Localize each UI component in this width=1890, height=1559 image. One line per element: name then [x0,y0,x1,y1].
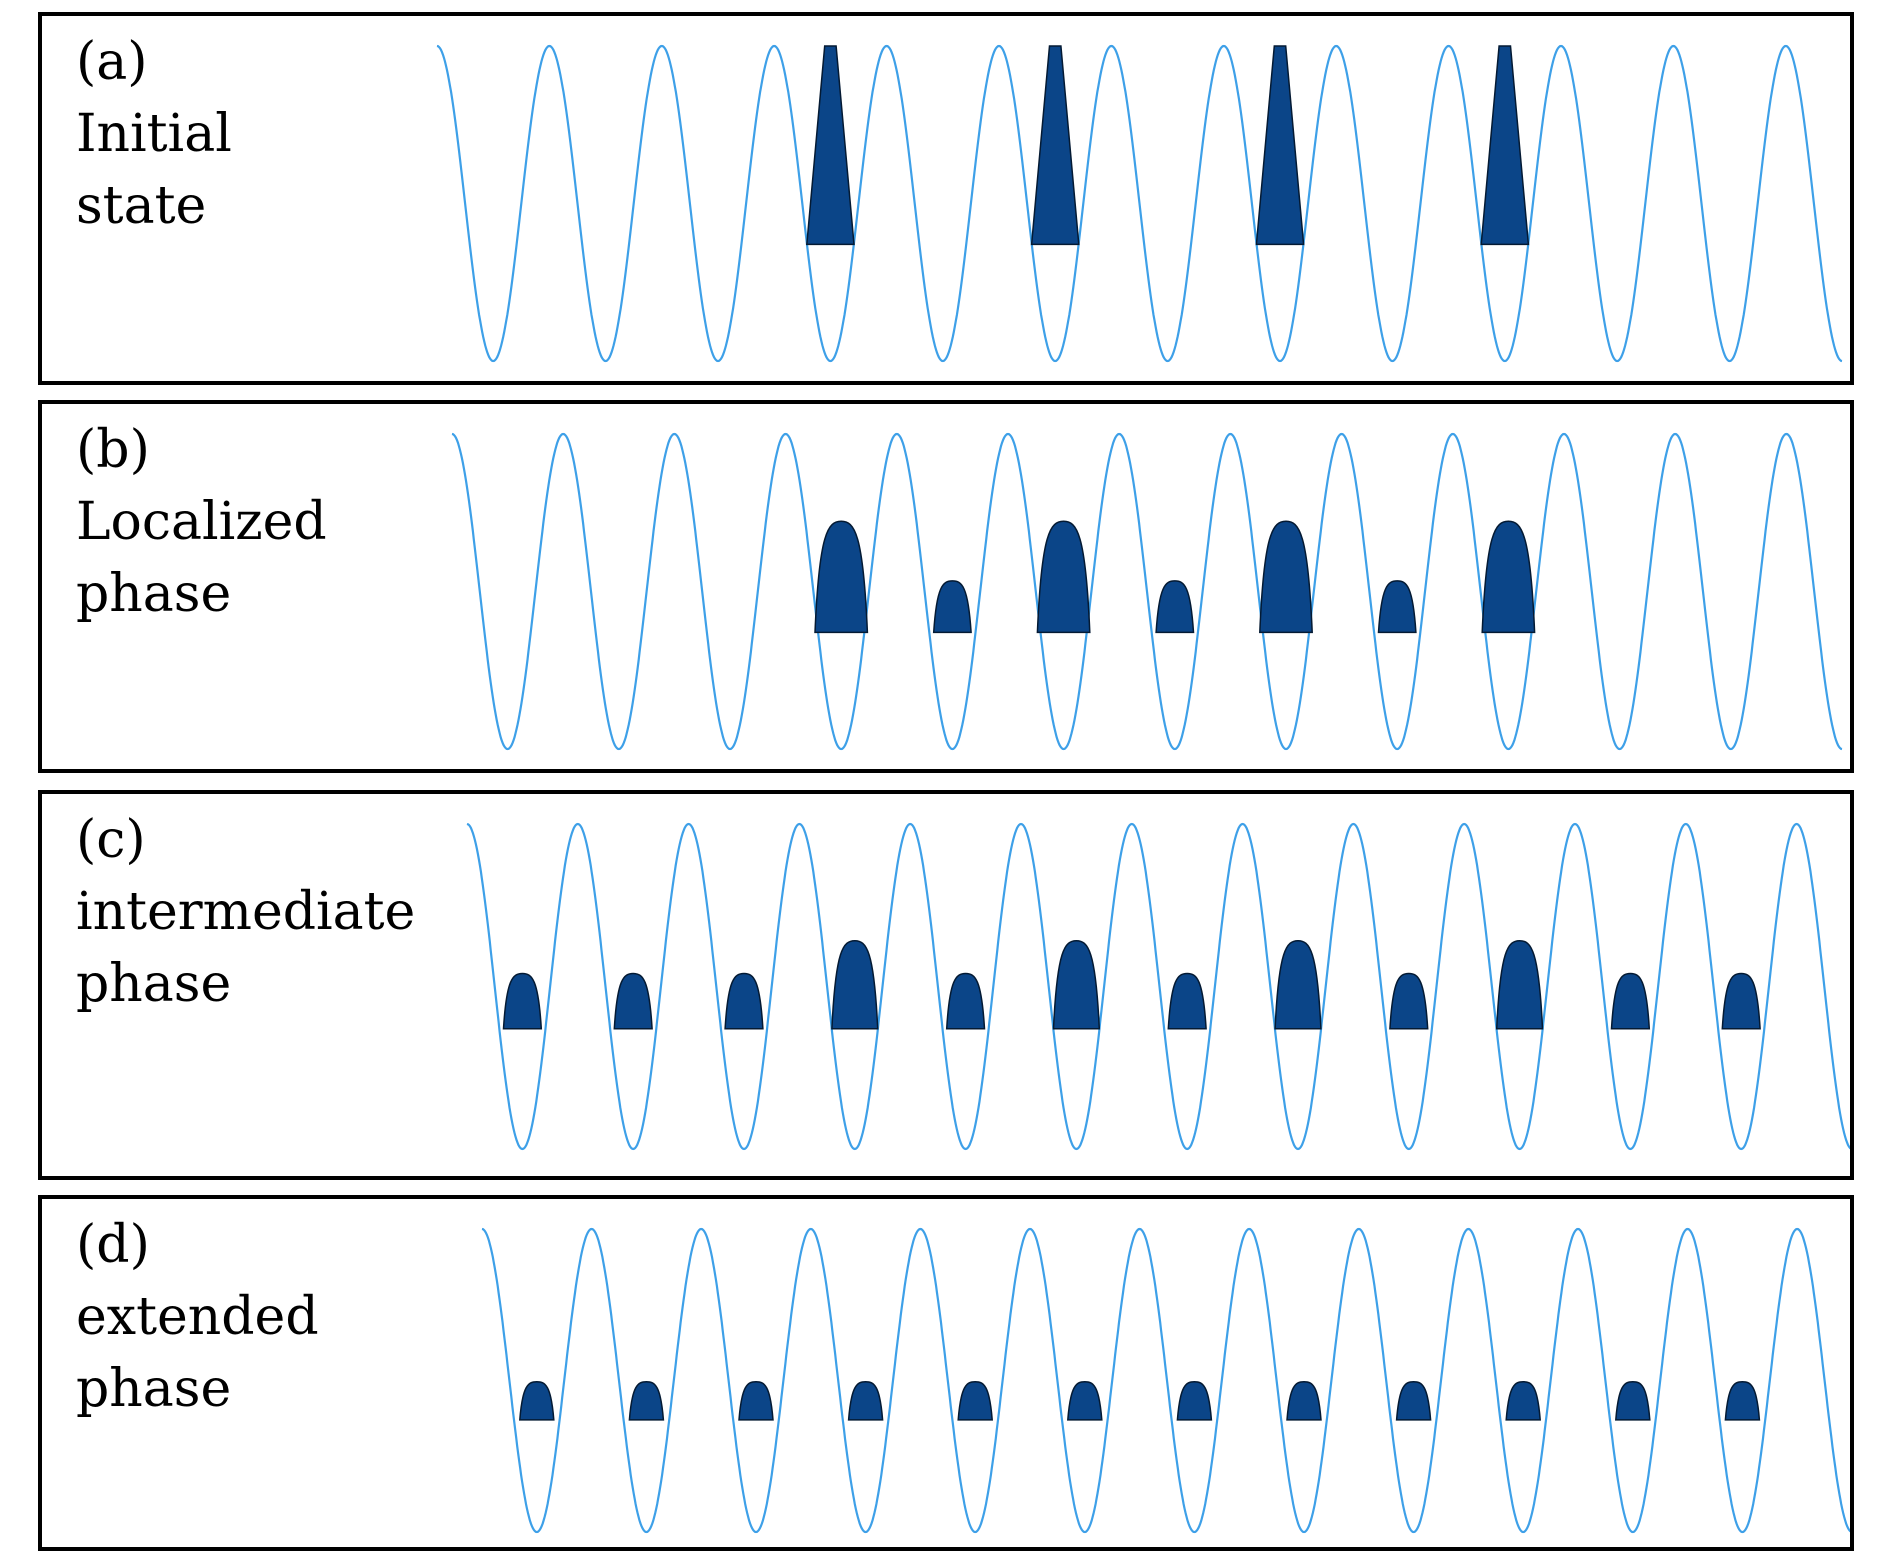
panel-localized-phase: (b) Localized phase [38,400,1854,773]
particle-density-peak [628,1380,665,1421]
particle-density-peak [1721,972,1761,1030]
panel-caption-line2: phase [76,564,232,624]
lattice-potential-curve [451,432,1843,751]
optical-lattice [451,432,1843,751]
lattice-potential-curve [481,1227,1850,1534]
particle-density-peak [1030,45,1080,246]
particle-density-peak [1176,1380,1213,1421]
particle-density-peak [831,939,879,1030]
particle-density-peak [1614,1380,1651,1421]
particle-density-peak [1610,972,1651,1030]
particle-density-peak [1255,45,1305,246]
panel-label: (a) Initial state [76,26,232,242]
particle-density-peak [847,1380,884,1421]
particle-density-peak [613,972,653,1030]
particle-density-peak [957,1380,994,1421]
optical-lattice [481,1227,1850,1534]
particle-density-peak [1155,580,1195,634]
panel-caption-line2: state [76,176,207,236]
panel-extended-phase: (d) extended phase [38,1195,1854,1551]
particle-density-peak [805,45,855,246]
particle-density-peak [738,1380,774,1421]
panel-letter: (b) [76,420,150,480]
particle-density-peak [814,520,869,634]
particle-density-peak [1724,1380,1761,1421]
particle-density-peak [1286,1380,1322,1421]
particle-density-peak [945,972,986,1030]
lattice-potential-curve [436,44,1843,363]
particle-density-peak [1167,972,1207,1030]
optical-lattice [466,822,1850,1151]
particle-density-peak [1481,520,1536,634]
particle-density-peak [1480,45,1530,246]
panel-caption-line2: phase [76,1359,232,1419]
panel-label: (b) Localized phase [76,414,327,630]
panel-label: (d) extended phase [76,1209,319,1425]
panel-letter: (a) [76,32,148,92]
lattice-potential-curve [466,822,1850,1151]
particle-density-peak [1259,520,1313,634]
panel-caption-line2: phase [76,954,232,1014]
particle-density-peak [1066,1380,1103,1421]
panel-caption-line1: Initial [76,104,232,164]
panel-letter: (c) [76,810,146,870]
particle-density-peak [932,580,972,634]
panel-caption-line1: extended [76,1287,319,1347]
particle-density-peak [1052,939,1101,1030]
panel-letter: (d) [76,1215,150,1275]
particle-density-peak [1505,1380,1542,1421]
panel-label: (c) intermediate phase [76,804,415,1020]
particle-density-peak [518,1380,555,1421]
particle-density-peak [724,972,764,1030]
particle-density-peak [1036,520,1091,634]
panel-intermediate-phase: (c) intermediate phase [38,790,1854,1180]
optical-lattice [436,44,1843,363]
particle-density-peak [502,972,543,1030]
particle-density-peak [1389,972,1429,1030]
particle-density-peak [1377,580,1417,634]
particle-density-peak [1395,1380,1432,1421]
panel-caption-line1: Localized [76,492,327,552]
panel-initial-state: (a) Initial state [38,12,1854,385]
particle-density-peak [1495,939,1544,1030]
panel-caption-line1: intermediate [76,882,416,942]
particle-density-peak [1274,939,1322,1030]
